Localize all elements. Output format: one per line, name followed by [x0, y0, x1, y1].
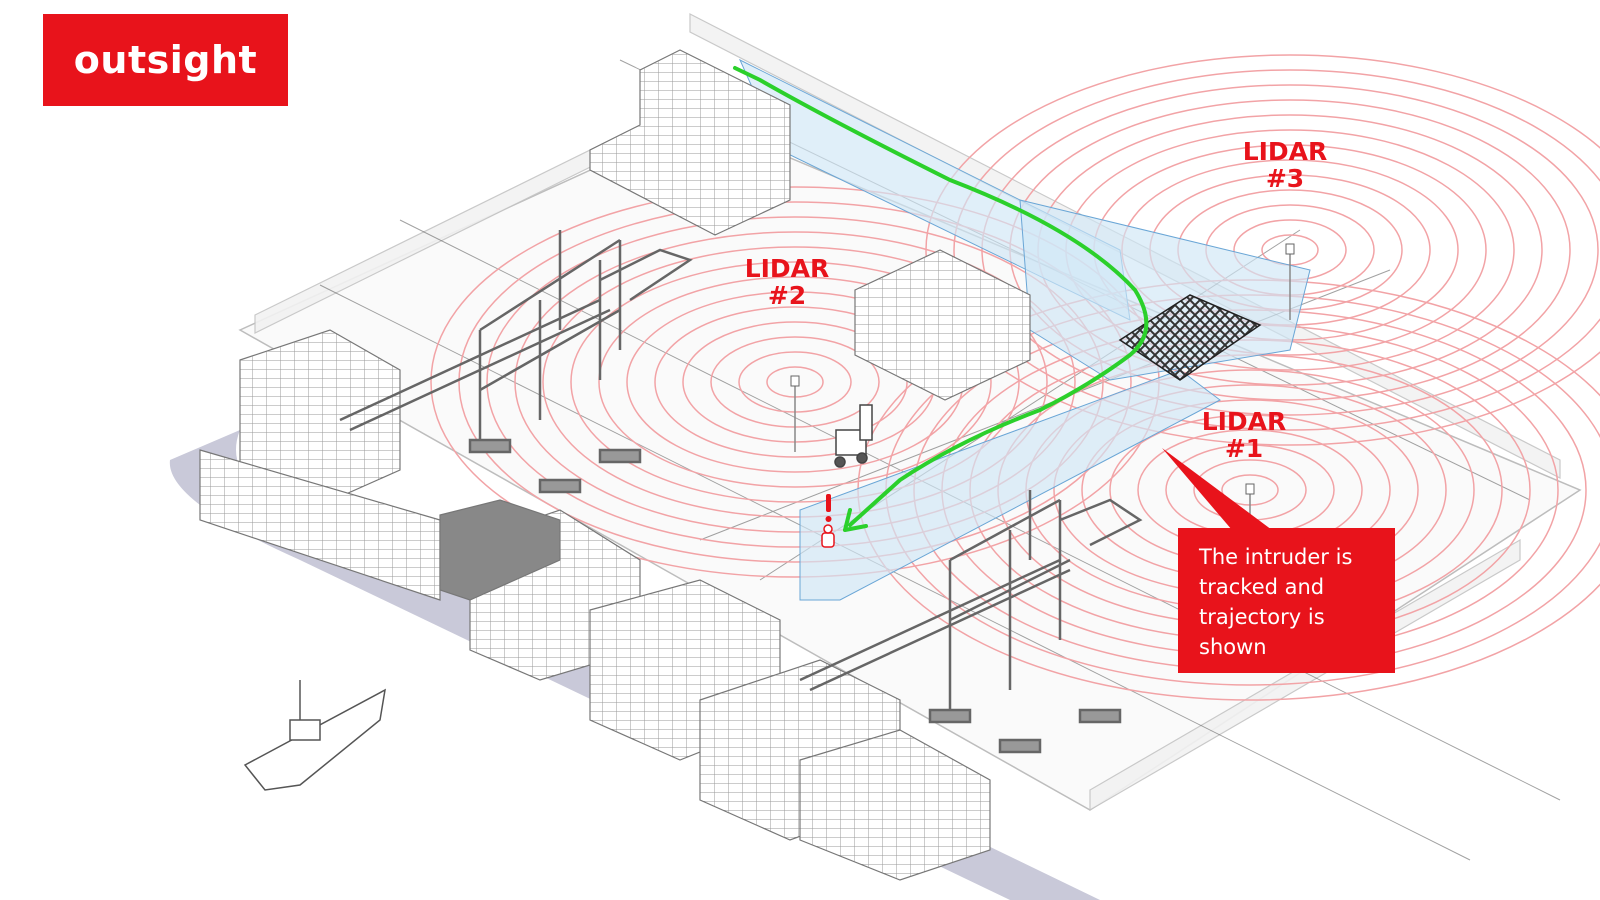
lidar-3-title: LIDAR — [1242, 137, 1328, 166]
lidar-sensor-icon — [1285, 243, 1295, 320]
trajectory-arrowhead — [843, 508, 868, 532]
scan-wave-ring — [925, 54, 1600, 446]
lidar-1-number: #1 — [1224, 434, 1264, 463]
logo-text: outsight — [73, 38, 258, 82]
lidar-3-number: #3 — [1265, 164, 1305, 193]
callout-pointer — [1162, 448, 1272, 530]
scan-wave-ring — [953, 69, 1600, 431]
crane-icon — [799, 490, 1143, 754]
scan-wave-ring — [458, 201, 1132, 563]
scan-wave-ring — [486, 216, 1104, 548]
gate-crossing — [1118, 294, 1262, 381]
crane-icon — [339, 230, 693, 494]
scan-wave-ring — [981, 84, 1599, 416]
callout-text: The intruder is tracked and trajectory i… — [1199, 545, 1353, 659]
ship-hull — [439, 499, 561, 601]
lidar-1-label: LIDAR #1 — [1179, 408, 1309, 462]
container-stack — [854, 249, 1031, 401]
container-stacks — [199, 49, 1031, 881]
scan-wave-ring — [570, 261, 1020, 503]
container-stack — [799, 729, 991, 881]
scan-wave-ring — [598, 276, 992, 488]
lidar-sensor-icon — [790, 375, 800, 452]
intruder-icon — [821, 524, 835, 548]
lidar-2-title: LIDAR — [744, 254, 830, 283]
lidar-3-label: LIDAR #3 — [1220, 138, 1350, 192]
lidar-1-title: LIDAR — [1201, 407, 1287, 436]
forklift-icon — [834, 404, 873, 468]
lidar-2-number: #2 — [767, 281, 807, 310]
alert-icon — [825, 494, 832, 522]
intruder-trajectory — [733, 66, 1149, 527]
boat-icon — [243, 680, 386, 791]
scan-wave-ring — [542, 246, 1048, 518]
callout-box — [1178, 528, 1395, 673]
lidar-2-label: LIDAR #2 — [722, 255, 852, 309]
container-stack — [199, 449, 441, 601]
outsight-logo: outsight — [43, 14, 288, 106]
container-stack — [589, 49, 791, 236]
scan-wave-ring — [514, 231, 1076, 533]
